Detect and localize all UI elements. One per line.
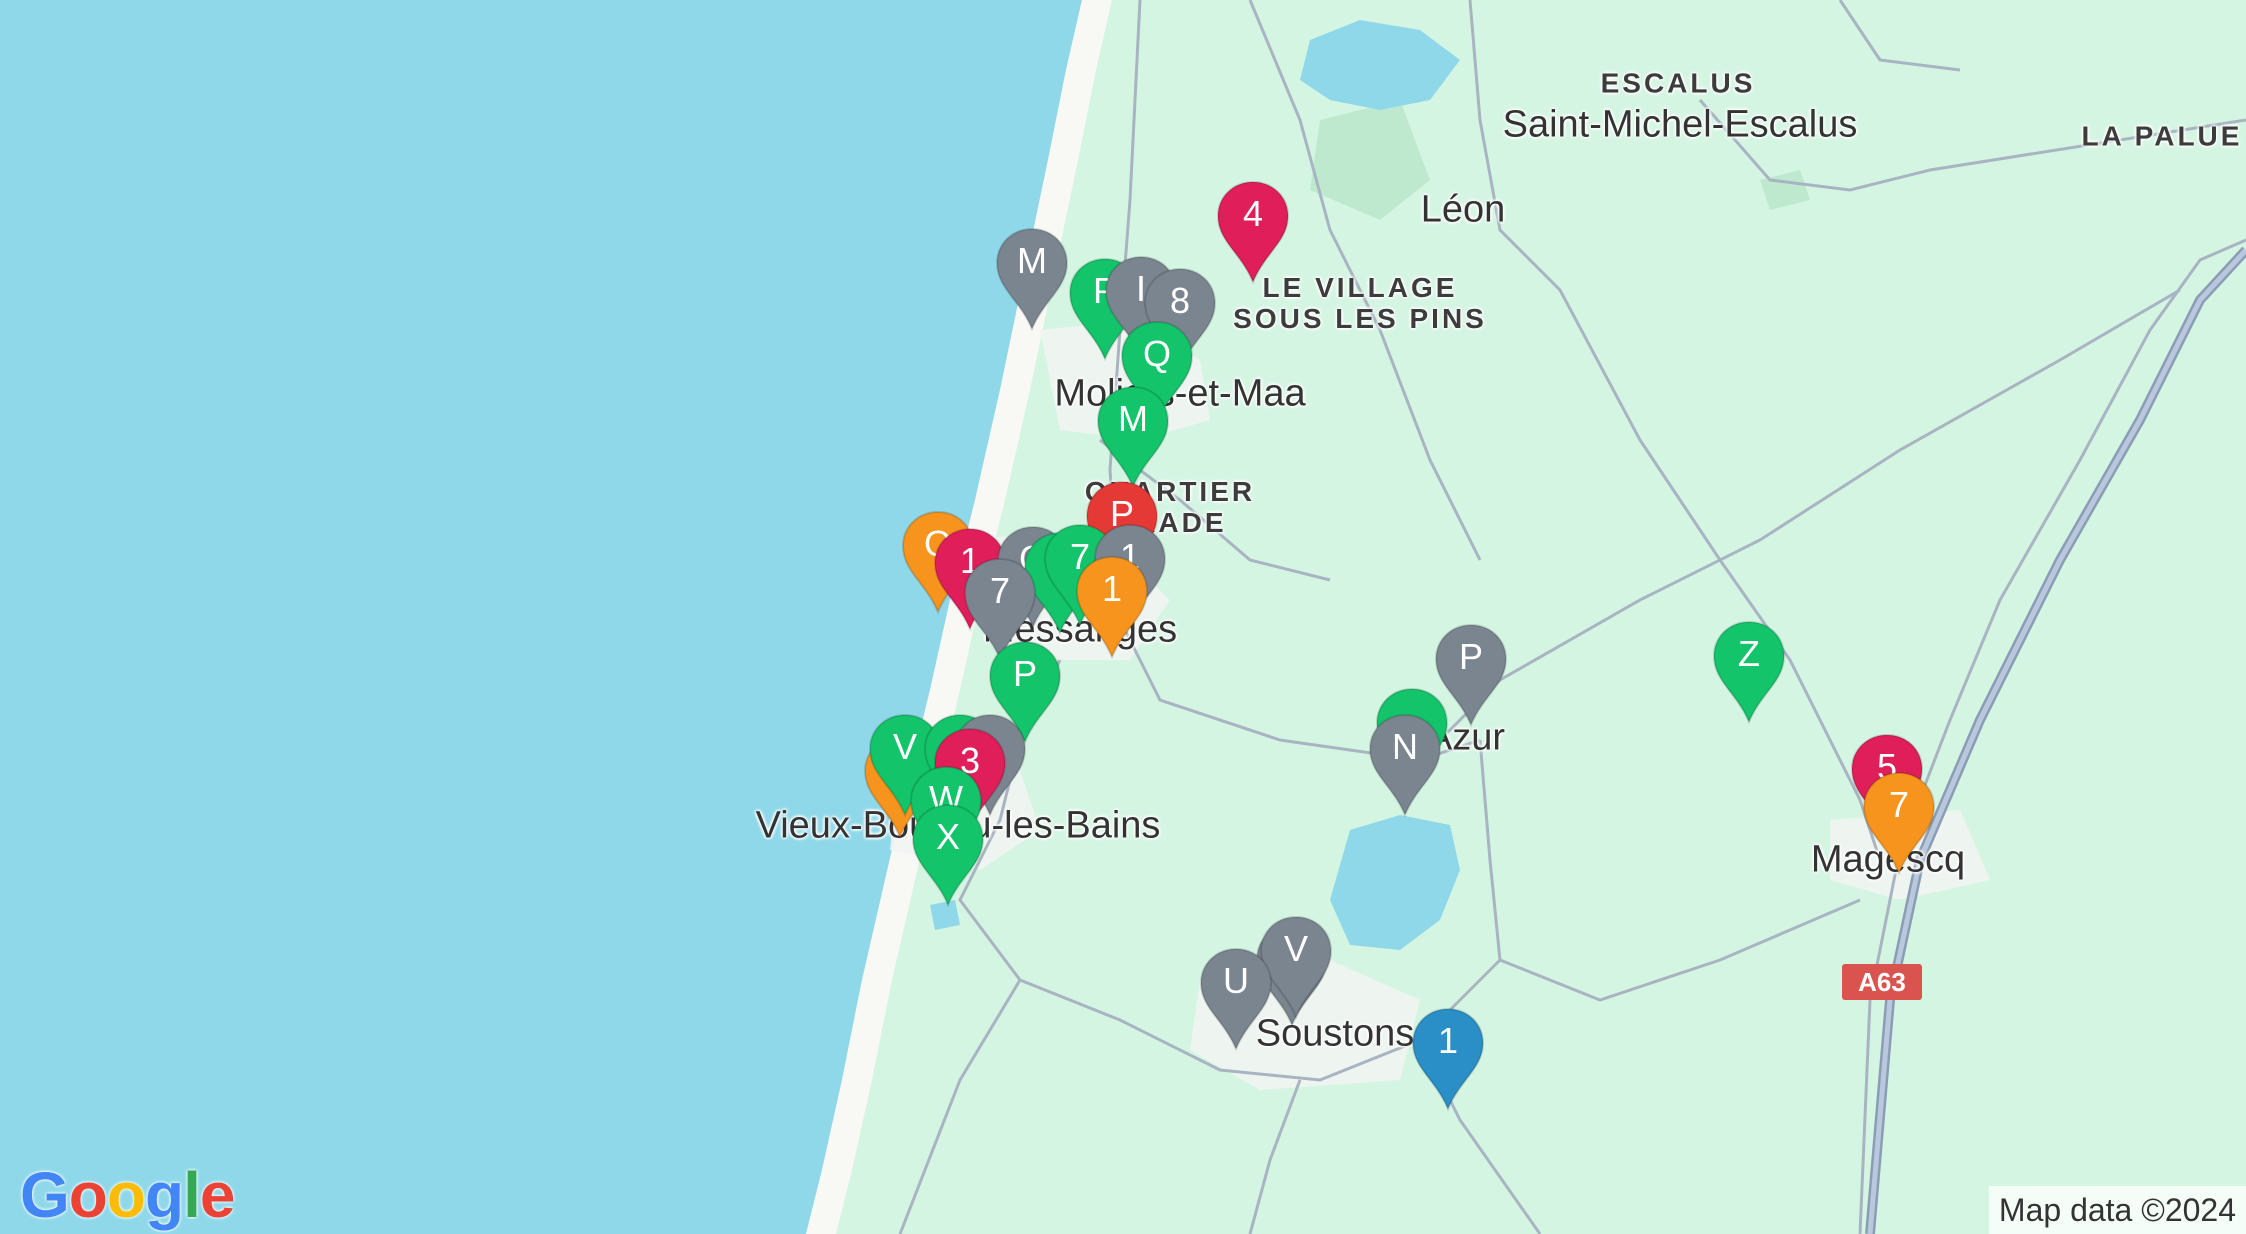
map-marker-label: M (1118, 398, 1148, 439)
map-marker-label: X (935, 816, 960, 857)
map-marker-label: 7 (1069, 536, 1091, 577)
pond (930, 900, 960, 930)
map-marker-label: 3 (959, 740, 981, 781)
map-marker[interactable]: 1 (1074, 554, 1150, 660)
place-label-leon: Léon (1420, 188, 1506, 231)
lake-soustons (1330, 815, 1460, 950)
ocean (0, 0, 1082, 1234)
map-marker[interactable]: V (1258, 914, 1334, 1020)
map-marker-label: I (1135, 268, 1146, 309)
map-pin-icon (1434, 623, 1508, 728)
google-logo: Google (20, 1159, 235, 1231)
map-marker[interactable]: P (1433, 622, 1509, 728)
map-marker-label: 7 (989, 570, 1011, 611)
place-label-la-palue: LA PALUE (2081, 120, 2243, 152)
map-marker-label: P (1458, 636, 1483, 677)
map-marker-label: 7 (1888, 784, 1910, 825)
map-marker-label: Z (1738, 633, 1760, 674)
map-marker-label: 4 (1242, 193, 1264, 234)
map-marker-label: V (892, 726, 917, 767)
map-marker[interactable]: 4 (1215, 179, 1291, 285)
map-marker-label: Q (1142, 333, 1171, 374)
place-label-escalus: ESCALUS (1600, 67, 1756, 99)
map-pin-icon (1259, 915, 1333, 1020)
map-marker[interactable]: Q (1119, 319, 1195, 425)
map-marker-label: 8 (1169, 280, 1191, 321)
forest-patch (1310, 100, 1430, 220)
place-label-saint-michel-escalus: Saint-Michel-Escalus (1502, 103, 1858, 146)
lake-leon (1300, 20, 1460, 110)
map-marker-label: P (1012, 653, 1037, 694)
map-pin-icon (1368, 713, 1442, 818)
map-pin-icon (1216, 180, 1290, 285)
road-shield-a63: A63 (1842, 964, 1922, 1000)
map-pin-icon (1199, 947, 1273, 1052)
map-marker[interactable]: X (910, 802, 986, 908)
place-label-soustons: Soustons (1255, 1012, 1415, 1055)
map-marker[interactable]: M (1095, 384, 1171, 490)
map-marker[interactable]: P (987, 639, 1063, 745)
map-marker[interactable]: M (994, 226, 1070, 332)
map-pin-icon (1712, 620, 1786, 725)
map-marker[interactable]: N (1367, 712, 1443, 818)
map-marker[interactable]: U (1198, 946, 1274, 1052)
map-marker[interactable]: 7 (1861, 770, 1937, 876)
map-marker-label: 1 (1437, 1020, 1459, 1061)
map-marker-label: 1 (1101, 568, 1123, 609)
map-marker-label: N (1392, 726, 1418, 767)
map-marker-label: V (1283, 928, 1308, 969)
map-marker-label: M (1017, 240, 1047, 281)
map-marker[interactable]: Z (1711, 619, 1787, 725)
map-marker[interactable]: V (867, 712, 943, 818)
map-marker-label: U (1223, 960, 1249, 1001)
map-pin-icon (1075, 555, 1149, 660)
place-label-le-village-sous-les-pins: LE VILLAGE SOUS LES PINS (1233, 272, 1487, 334)
map-pin-icon (1411, 1007, 1485, 1112)
map-pin-icon (988, 640, 1062, 745)
map-pin-icon (1862, 771, 1936, 876)
map-attribution[interactable]: Map data ©2024 (1988, 1186, 2246, 1234)
map-marker[interactable]: 1 (1410, 1006, 1486, 1112)
map-pin-icon (911, 803, 985, 908)
map-pin-icon (995, 227, 1069, 332)
